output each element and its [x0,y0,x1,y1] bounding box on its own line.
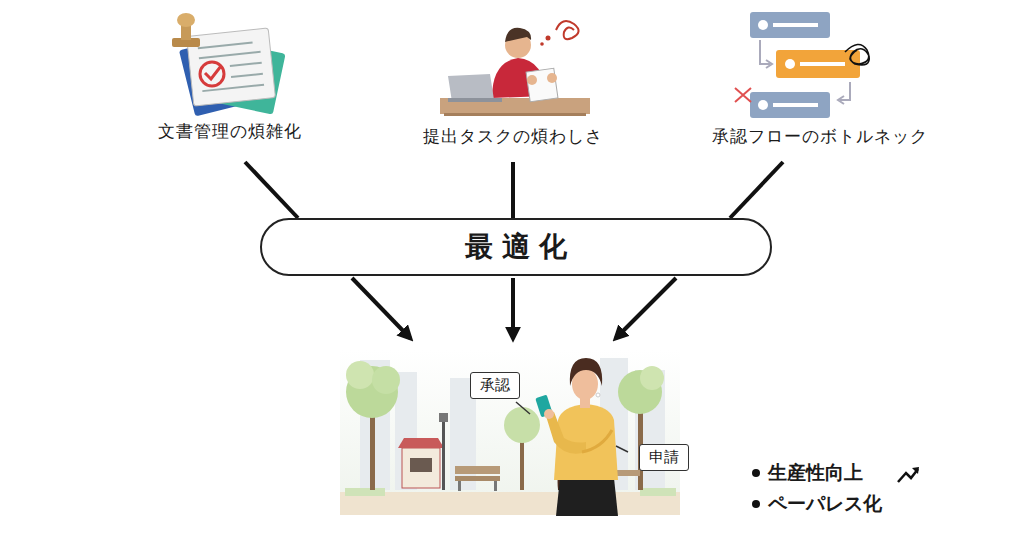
callout-box: 承認 [470,372,520,399]
callout-box: 申請 [639,444,689,471]
problem-label: 文書管理の煩雑化 [158,120,302,162]
problem-label: 提出タスクの煩わしさ [423,125,603,162]
node-text: 申請 [649,448,679,467]
optimize-band: 最適化 [260,218,772,276]
node-text: 承認フローのボトルネック [712,125,928,148]
benefit-label: 生産性向上 [768,460,863,486]
connector-line [730,162,783,218]
problem-label: 承認フローのボトルネック [712,125,928,162]
node-text: 提出タスクの煩わしさ [423,125,603,148]
result-arrows [352,278,676,338]
node-text: 文書管理の煩雑化 [158,120,302,143]
node-text: 承認 [480,376,510,395]
man-laptop-icon [440,21,590,116]
benefit-label: ペーパレス化 [768,491,882,517]
park-scene [340,350,680,516]
flow-icon [735,12,869,118]
documents-icon [172,13,286,116]
connector-line [511,162,515,218]
node-text: 最適化 [456,228,576,266]
connector-line [245,162,298,218]
